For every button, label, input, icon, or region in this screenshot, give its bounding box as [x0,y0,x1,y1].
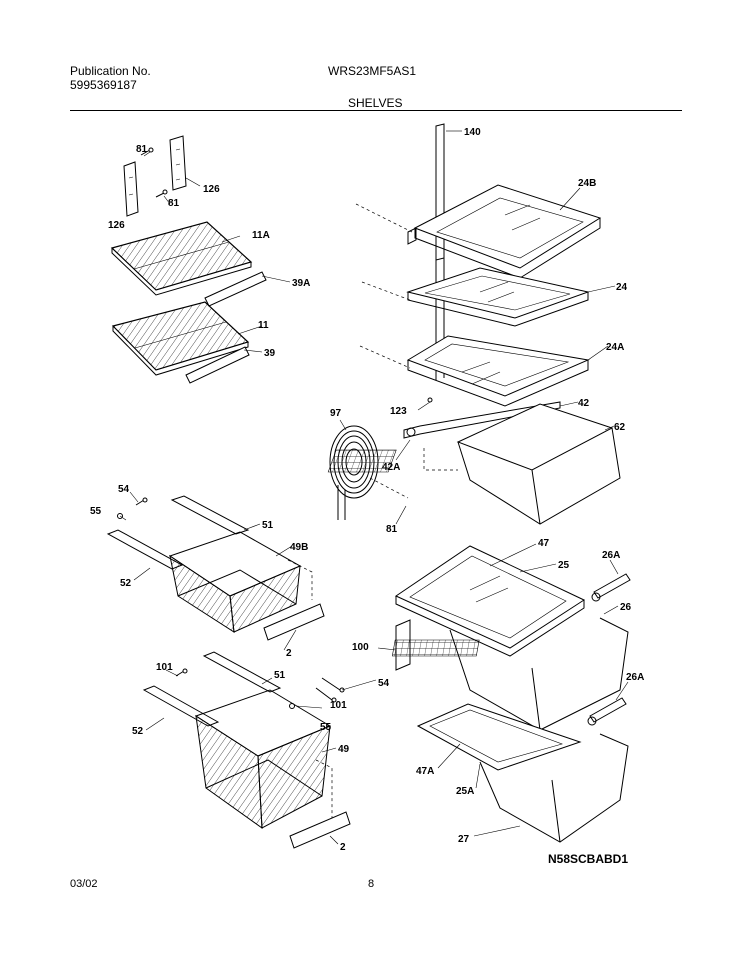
publication-number: 5995369187 [70,78,137,92]
callout-26a: 26A [626,672,644,683]
wire-basket-49 [194,689,332,830]
callout-81: 81 [386,524,398,535]
callout-51: 51 [262,520,274,531]
basket-trim-2-top [263,603,325,641]
glass-shelf-24a [406,335,590,407]
callout-126: 126 [203,184,220,195]
callout-54: 54 [118,484,130,495]
screw-81-top [140,147,154,156]
callout-39: 39 [264,348,276,359]
basket-trim-2-bottom [289,811,351,849]
screw-101-left [175,668,188,677]
callout-24b: 24B [578,178,596,189]
screw-54-top [135,497,148,506]
header-rule [70,110,682,111]
callout-126: 126 [108,220,125,231]
callout-51: 51 [274,670,286,681]
callout-54: 54 [378,678,390,689]
callout-42: 42 [578,398,590,409]
crisper-cover-25a [416,703,582,771]
callout-62: 62 [614,422,626,433]
callout-55: 55 [320,722,332,733]
callout-52: 52 [132,726,144,737]
shelf-trim-39 [185,346,250,384]
model-number: WRS23MF5AS1 [328,64,417,78]
callout-97: 97 [330,408,342,419]
callout-47a: 47A [416,766,434,777]
callout-100: 100 [352,642,369,653]
glass-shelf-24 [406,267,590,327]
callout-81: 81 [168,198,180,209]
callout-47: 47 [538,538,550,549]
shelf-bracket-right [169,135,187,191]
callout-25: 25 [558,560,570,571]
callout-140: 140 [464,127,481,138]
heater-coil-97 [329,425,409,520]
basket-slide-52-top [106,529,184,570]
callout-25a: 25A [456,786,474,797]
page-number: 8 [368,878,375,890]
callout-26: 26 [620,602,632,613]
shelf-bracket-left [123,161,139,217]
crisper-pan-26 [391,617,629,731]
callout-49b: 49B [290,542,308,553]
wire-shelf-11a [110,221,253,296]
callout-24: 24 [616,282,628,293]
callout-49: 49 [338,744,350,755]
basket-slide-51-top [170,495,250,535]
callout-27: 27 [458,834,470,845]
drawer-slide-42 [403,401,561,439]
callout-2: 2 [340,842,346,853]
callout-123: 123 [390,406,407,417]
wire-shelf-11 [111,301,250,376]
drawing-code: N58SCBABD1 [548,852,629,866]
footer-date: 03/02 [70,878,98,890]
basket-slide-52-bottom [142,685,220,727]
wire-basket-49b [168,531,302,633]
crisper-slide-26a-bottom [587,697,627,726]
leader-lines [119,130,629,845]
section-title: SHELVES [348,96,403,110]
basket-slide-51-bottom [202,651,282,693]
callout-11: 11 [258,320,269,331]
crisper-pan-27 [479,733,629,843]
callout-26a: 26A [602,550,620,561]
screw-81-bottom [155,189,168,198]
callout-42a: 42A [382,462,400,473]
screws-101-right [315,677,345,703]
callout-2: 2 [286,648,292,659]
callout-11a: 11A [252,230,270,241]
callout-101: 101 [330,700,347,711]
callout-24a: 24A [606,342,624,353]
callout-52: 52 [120,578,132,589]
callout-39a: 39A [292,278,310,289]
callout-101: 101 [156,662,173,673]
crisper-cover-25 [394,545,586,657]
callout-81: 81 [136,144,148,155]
shelf-trim-39a [204,271,267,307]
crisper-slide-26a-top [591,573,631,602]
callout-55: 55 [90,506,102,517]
publication-label: Publication No. [70,64,151,78]
screw-123 [427,397,433,403]
